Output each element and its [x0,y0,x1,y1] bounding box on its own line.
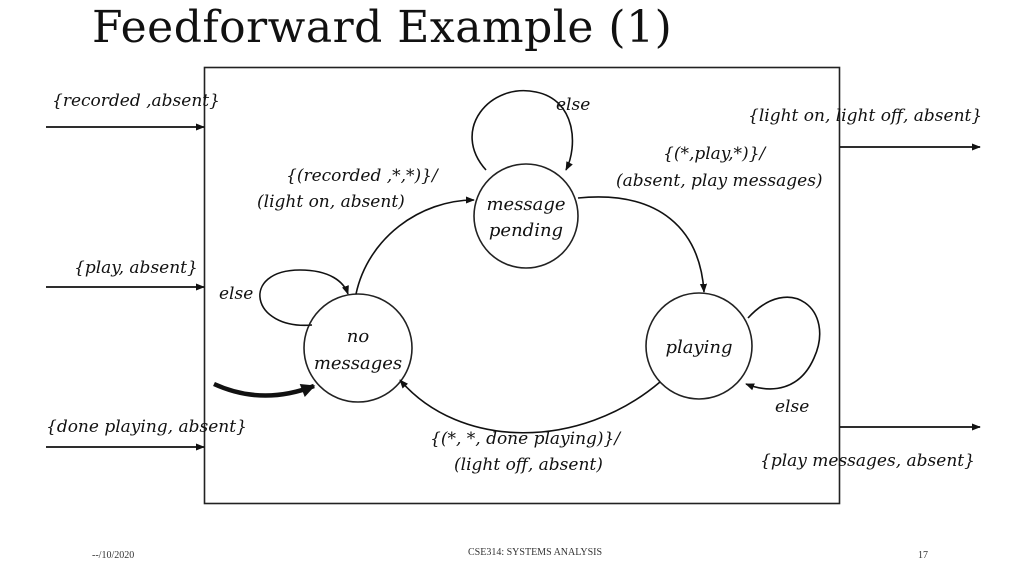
transition-pending-to-playing-output: (absent, play messages) [616,171,823,191]
else-label-playing: else [775,397,809,417]
transition-playing-to-no [399,379,661,434]
else-label-message-pending: else [556,95,590,115]
else-label-no-messages: else [219,284,253,304]
state-no-messages [303,293,413,403]
transition-no-to-pending-guard: {(recorded ,*,*)}/ [286,166,440,186]
footer-date: --/10/2020 [92,550,135,561]
state-playing-label: playing [665,337,732,358]
output-label-light: {light on, light off, absent} [748,106,982,126]
state-message-pending [473,163,579,269]
state-no-messages-label-line1: no [347,326,370,347]
state-message-pending-label-line1: message [486,194,565,215]
transition-no-to-pending [355,196,475,295]
self-loop-message-pending [471,89,574,171]
slide-title: Feedforward Example (1) [92,2,673,53]
transition-playing-to-no-output: (light off, absent) [454,455,603,475]
transition-no-to-pending-output: (light on, absent) [257,192,405,212]
initial-state-arrow [213,381,316,398]
transition-pending-to-playing-guard: {(*,play,*)}/ [663,144,768,164]
self-loop-no-messages [259,269,349,326]
input-label-play: {play, absent} [74,258,198,278]
state-no-messages-label-line2: messages [314,353,402,374]
footer-course: CSE314: SYSTEMS ANALYSIS [468,547,603,558]
transition-pending-to-playing [577,196,708,293]
state-playing [645,292,753,400]
self-loop-playing [745,296,821,391]
footer-page-number: 17 [918,550,928,561]
transition-playing-to-no-guard: {(*, *, done playing)}/ [430,429,622,449]
input-label-recorded: {recorded ,absent} [52,91,220,111]
output-label-play-messages: {play messages, absent} [760,451,975,471]
state-message-pending-label-line2: pending [489,220,563,241]
input-label-done-playing: {done playing, absent} [46,417,247,437]
